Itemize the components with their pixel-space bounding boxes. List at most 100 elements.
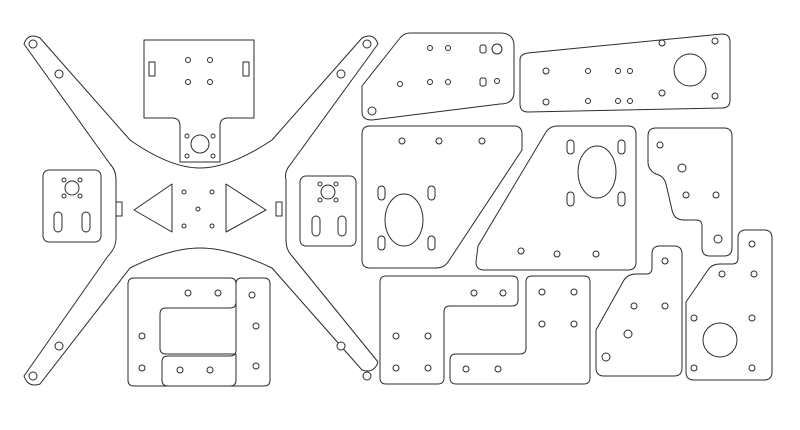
small-hole-icon xyxy=(252,362,260,370)
slot-cutout xyxy=(427,235,436,251)
bearing-slot-icon xyxy=(577,145,617,199)
small-hole-icon xyxy=(206,366,214,374)
stepped-plate-with-bore xyxy=(685,229,773,381)
small-hole-icon xyxy=(718,270,726,278)
small-hole-icon xyxy=(656,141,664,149)
small-hole-icon xyxy=(184,133,190,139)
small-hole-icon xyxy=(517,247,525,255)
slot-cutout xyxy=(566,191,575,207)
small-hole-icon xyxy=(542,67,550,75)
small-hole-icon xyxy=(195,206,201,212)
slot-cutout xyxy=(115,201,123,217)
small-hole-icon xyxy=(181,189,187,195)
mount-hole-icon xyxy=(367,106,377,116)
mount-hole-icon xyxy=(677,163,687,173)
slot-cutout xyxy=(377,185,386,201)
small-hole-icon xyxy=(627,68,633,74)
slot-cutout xyxy=(242,61,250,77)
bearing-slot-icon xyxy=(384,193,424,247)
l-shaped-plate-tall xyxy=(449,275,591,385)
slot-cutout xyxy=(275,201,283,217)
small-hole-icon xyxy=(661,302,669,310)
small-hole-icon xyxy=(209,223,215,229)
small-hole-icon xyxy=(630,302,638,310)
small-hole-icon xyxy=(627,98,633,104)
triangle-cutout xyxy=(133,183,173,233)
slot-cutout xyxy=(479,77,487,87)
long-tapered-plate xyxy=(519,33,731,113)
small-hole-icon xyxy=(585,68,591,74)
small-hole-icon xyxy=(61,177,67,183)
chamfered-carriage-plate-left xyxy=(361,125,523,269)
slot-cutout xyxy=(148,61,156,77)
mount-hole-icon xyxy=(28,371,38,381)
small-hole-icon xyxy=(494,78,500,84)
small-hole-icon xyxy=(317,197,323,203)
small-hole-icon xyxy=(61,193,67,199)
small-hole-icon xyxy=(184,153,190,159)
slot-cutout xyxy=(377,235,386,251)
x-frame-cross-plate xyxy=(23,35,379,386)
mount-hole-icon xyxy=(713,234,723,244)
small-hole-icon xyxy=(214,289,222,297)
slot-cutout xyxy=(566,139,575,155)
small-hole-icon xyxy=(397,81,403,87)
top-center-plate xyxy=(143,39,255,163)
small-hole-icon xyxy=(333,197,339,203)
small-hole-icon xyxy=(690,314,698,322)
small-hole-icon xyxy=(207,57,213,63)
small-hole-icon xyxy=(750,270,758,278)
small-hole-icon xyxy=(185,79,191,85)
small-hole-icon xyxy=(77,177,83,183)
mount-hole-icon xyxy=(362,39,372,49)
small-hole-icon xyxy=(210,153,216,159)
small-hole-icon xyxy=(207,79,213,85)
chamfered-carriage-plate-right xyxy=(475,125,637,271)
small-hole-icon xyxy=(711,92,719,100)
small-hole-icon xyxy=(538,288,546,296)
slot-cutout xyxy=(311,215,321,237)
small-hole-icon xyxy=(658,89,666,97)
small-hole-icon xyxy=(184,289,192,297)
mount-hole-icon xyxy=(336,341,346,351)
mount-hole-icon xyxy=(336,69,346,79)
small-hole-icon xyxy=(185,57,191,63)
triangle-cutout xyxy=(225,183,267,233)
small-hole-icon xyxy=(176,366,184,374)
small-hole-icon xyxy=(317,181,323,187)
bearing-bore-icon xyxy=(190,134,210,154)
small-hole-icon xyxy=(661,257,669,265)
small-hole-icon xyxy=(538,320,546,328)
small-hole-icon xyxy=(553,250,561,258)
slot-cutout xyxy=(427,185,436,201)
mount-hole-icon xyxy=(491,43,503,55)
small-hole-icon xyxy=(424,364,432,372)
small-hole-icon xyxy=(392,332,400,340)
small-hole-icon xyxy=(570,288,578,296)
angled-bracket-plate xyxy=(361,32,515,121)
small-hole-icon xyxy=(478,137,486,145)
small-hole-icon xyxy=(499,289,507,297)
small-hole-icon xyxy=(248,291,256,299)
small-hole-icon xyxy=(427,45,433,51)
small-hole-icon xyxy=(138,332,146,340)
slot-cutout xyxy=(53,211,63,233)
motor-bore-icon xyxy=(64,180,80,196)
slot-cutout xyxy=(617,139,626,155)
small-hole-icon xyxy=(615,68,621,74)
small-hole-icon xyxy=(682,191,690,199)
motor-plate-left xyxy=(42,169,102,243)
small-hole-icon xyxy=(748,240,756,248)
small-hole-icon xyxy=(424,332,432,340)
motor-plate-right xyxy=(299,175,357,247)
small-hole-icon xyxy=(712,191,720,199)
small-hole-icon xyxy=(138,364,146,372)
bearing-bore-icon xyxy=(673,53,707,87)
small-hole-icon xyxy=(462,365,470,373)
small-hole-icon xyxy=(181,223,187,229)
small-hole-icon xyxy=(392,364,400,372)
l-shaped-plate-wide xyxy=(379,275,519,385)
small-hole-icon xyxy=(470,289,478,297)
slot-cutout xyxy=(81,211,91,233)
